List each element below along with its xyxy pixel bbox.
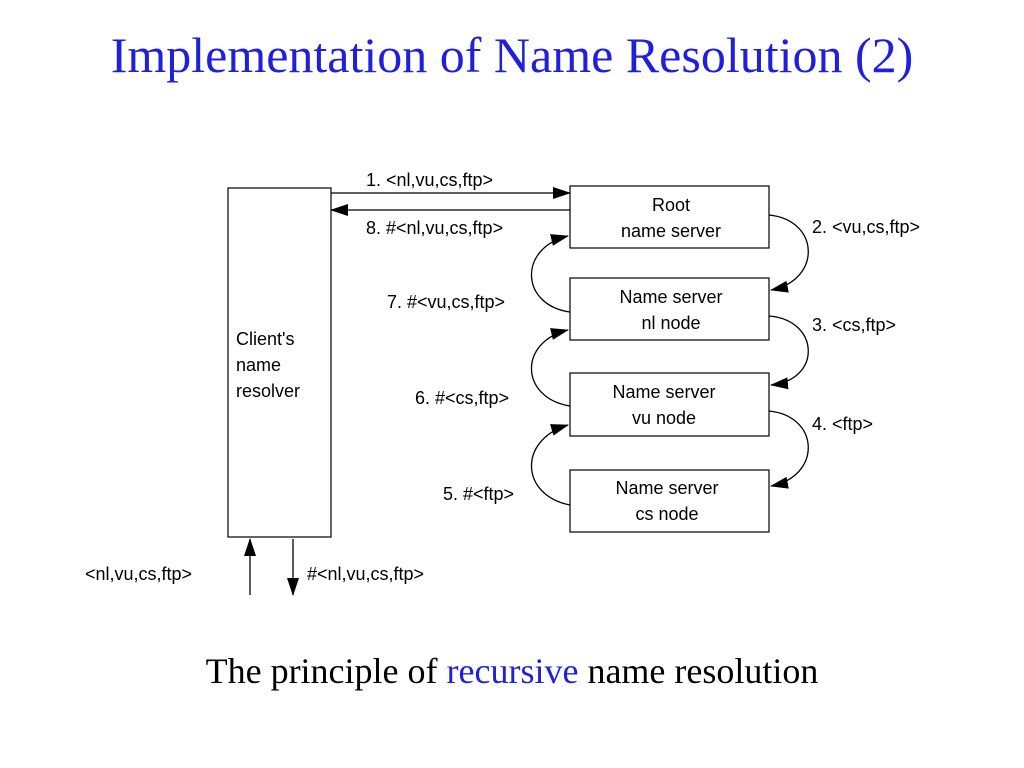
msg-5-label: 5. #<ftp> <box>443 484 514 504</box>
arrow-msg-2 <box>768 214 809 293</box>
arrow-msg-4 <box>768 410 809 489</box>
client-label-line-2: name <box>236 355 281 375</box>
msg-3-label: 3. <cs,ftp> <box>812 315 896 335</box>
reply-label: #<nl,vu,cs,ftp> <box>307 564 424 584</box>
msg-8-label: 8. #<nl,vu,cs,ftp> <box>366 218 503 238</box>
root-server-label-1: Root <box>652 195 690 215</box>
root-server-label-2: name server <box>621 221 721 241</box>
arrow-msg-3 <box>768 315 809 390</box>
root-server-box: Root name server <box>569 185 770 249</box>
msg-6-label: 6. #<cs,ftp> <box>415 388 509 408</box>
arrow-msg-5 <box>530 424 571 506</box>
vu-server-box: Name server vu node <box>569 372 770 437</box>
arrow-msg-7 <box>530 234 571 313</box>
cs-server-label-2: cs node <box>635 504 698 524</box>
caption-text-before: The principle of <box>205 651 447 691</box>
cs-server-label-1: Name server <box>615 478 718 498</box>
request-label: <nl,vu,cs,ftp> <box>85 564 192 584</box>
vu-server-label-1: Name server <box>612 382 715 402</box>
client-resolver-box: Client's name resolver <box>227 187 332 538</box>
nl-server-label-2: nl node <box>641 313 700 333</box>
msg-1-label: 1. <nl,vu,cs,ftp> <box>366 170 493 190</box>
msg-4-label: 4. <ftp> <box>812 414 873 434</box>
client-label-line-1: Client's <box>236 329 294 349</box>
slide-caption: The principle of recursive name resoluti… <box>0 650 1024 692</box>
nl-server-label-1: Name server <box>619 287 722 307</box>
cs-server-box: Name server cs node <box>569 469 770 533</box>
arrow-msg-6 <box>530 328 571 407</box>
vu-server-label-2: vu node <box>632 408 696 428</box>
msg-2-label: 2. <vu,cs,ftp> <box>812 217 920 237</box>
caption-text-after: name resolution <box>578 651 819 691</box>
client-label-line-3: resolver <box>236 381 300 401</box>
nl-server-box: Name server nl node <box>569 277 770 341</box>
slide-title: Implementation of Name Resolution (2) <box>110 27 914 83</box>
msg-7-label: 7. #<vu,cs,ftp> <box>387 292 505 312</box>
caption-highlight: recursive <box>446 651 579 691</box>
